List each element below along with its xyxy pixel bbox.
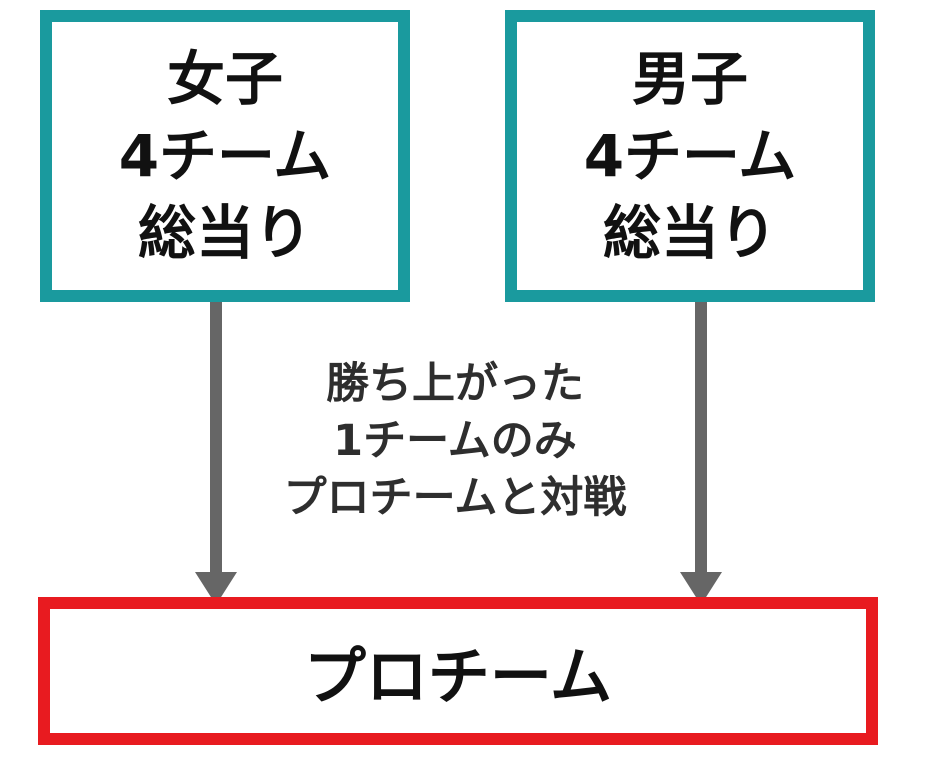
pro-team-label: プロチーム <box>303 640 613 713</box>
women-teams-box: 女子 4チーム 総当り <box>40 10 410 302</box>
caption-line-2: 1チームのみ <box>333 416 577 466</box>
pro-team-box: プロチーム <box>38 597 878 745</box>
women-box-line-3: 総当り <box>137 198 312 267</box>
caption-line-3: プロチームと対戦 <box>283 473 627 523</box>
caption-line-1: 勝ち上がった <box>326 359 584 409</box>
men-teams-box: 男子 4チーム 総当り <box>505 10 875 302</box>
down-arrow-shaft-icon <box>695 302 707 574</box>
men-box-line-1: 男子 <box>631 44 748 113</box>
advancement-caption: 勝ち上がった 1チームのみ プロチームと対戦 <box>205 356 705 527</box>
men-box-line-3: 総当り <box>602 198 777 267</box>
men-box-line-2: 4チーム <box>583 121 797 190</box>
women-box-line-1: 女子 <box>166 44 283 113</box>
women-box-line-2: 4チーム <box>118 121 332 190</box>
down-arrow-shaft-icon <box>210 302 222 574</box>
